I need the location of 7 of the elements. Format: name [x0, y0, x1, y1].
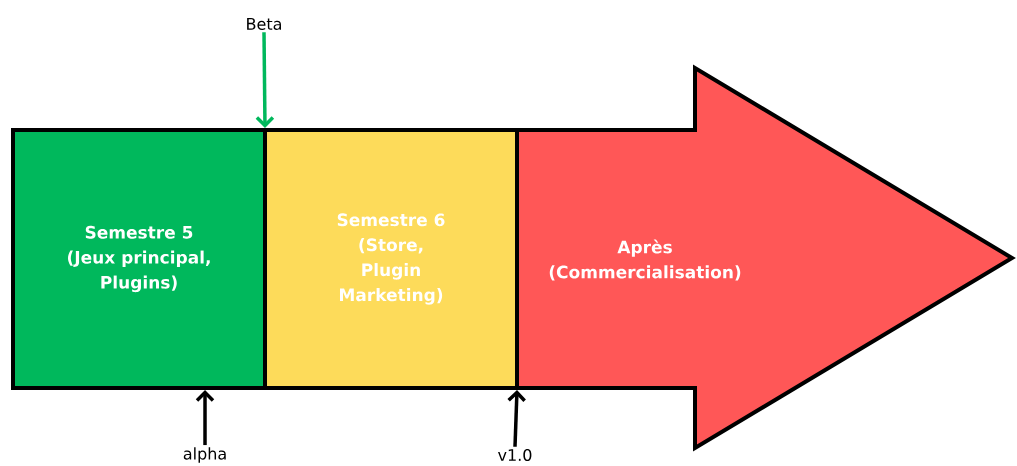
milestone-arrow — [255, 32, 275, 128]
milestone-label: alpha — [183, 447, 226, 463]
milestone-arrow — [195, 390, 215, 446]
phase-box: Semestre 5 (Jeux principal, Plugins) — [11, 128, 267, 390]
phase-box: Semestre 6 (Store, Plugin Marketing) — [263, 128, 519, 390]
milestone-arrow — [507, 390, 526, 447]
milestone-label: Beta — [247, 18, 281, 30]
